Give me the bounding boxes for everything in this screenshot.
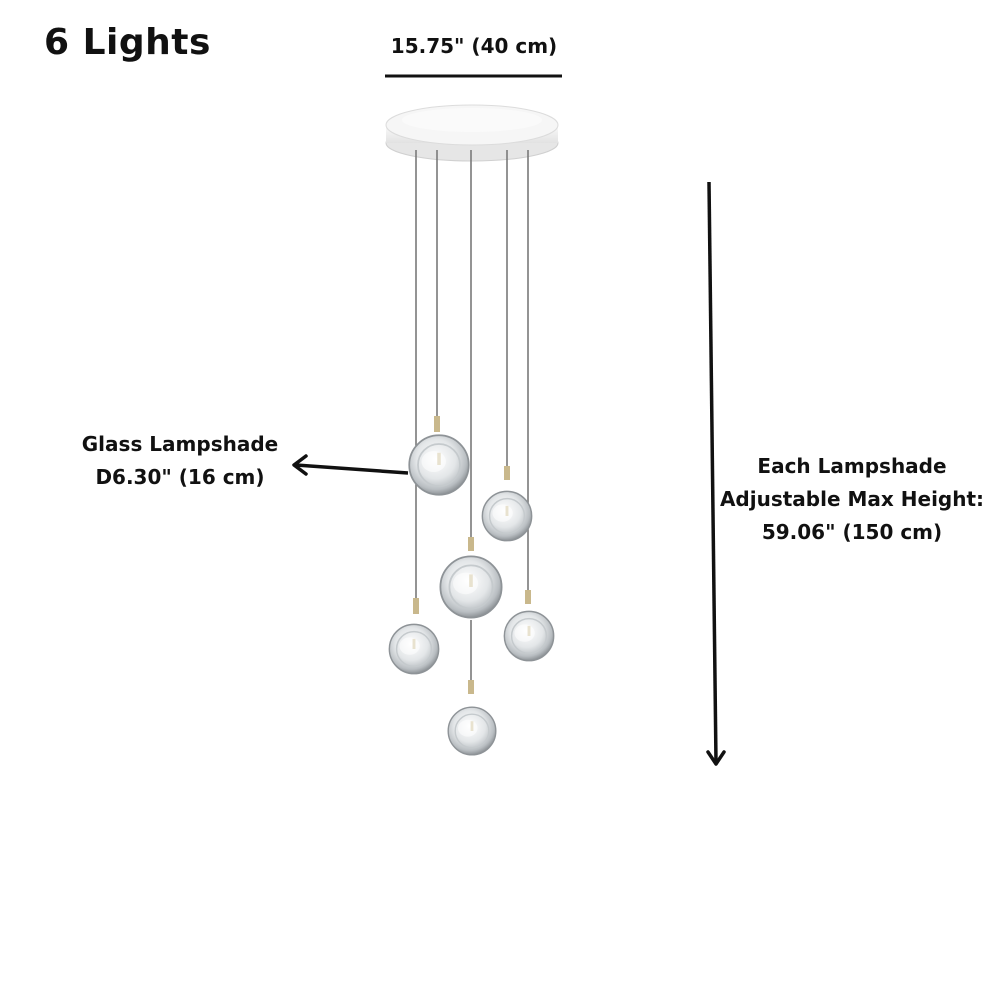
arrow-down-icon bbox=[706, 181, 726, 766]
page-title: 6 Lights bbox=[44, 22, 211, 63]
height-callout-line1: Each Lampshade bbox=[757, 454, 947, 478]
arrow-left-icon bbox=[292, 454, 409, 476]
lampshade-4 bbox=[503, 610, 555, 662]
lampshade-1 bbox=[408, 434, 470, 496]
height-callout-line2: Adjustable Max Height: bbox=[719, 487, 985, 511]
height-callout-line3: 59.06" (150 cm) bbox=[761, 520, 943, 544]
max-height-callout: Each Lampshade Adjustable Max Height: 59… bbox=[712, 450, 992, 549]
lampshade-2 bbox=[481, 490, 533, 542]
suspension-cords bbox=[415, 150, 529, 690]
cord-fittings bbox=[413, 416, 531, 694]
ceiling-canopy bbox=[385, 104, 559, 162]
lampshade-6 bbox=[447, 706, 497, 756]
canopy-width-label: 15.75" (40 cm) bbox=[390, 34, 558, 58]
lampshade-size-callout: Glass Lampshade D6.30" (16 cm) bbox=[62, 428, 298, 494]
lampshade-5 bbox=[388, 623, 440, 675]
lampshade-callout-line1: Glass Lampshade bbox=[81, 432, 279, 456]
lampshade-3 bbox=[439, 555, 503, 619]
lampshade-callout-line2: D6.30" (16 cm) bbox=[95, 465, 265, 489]
